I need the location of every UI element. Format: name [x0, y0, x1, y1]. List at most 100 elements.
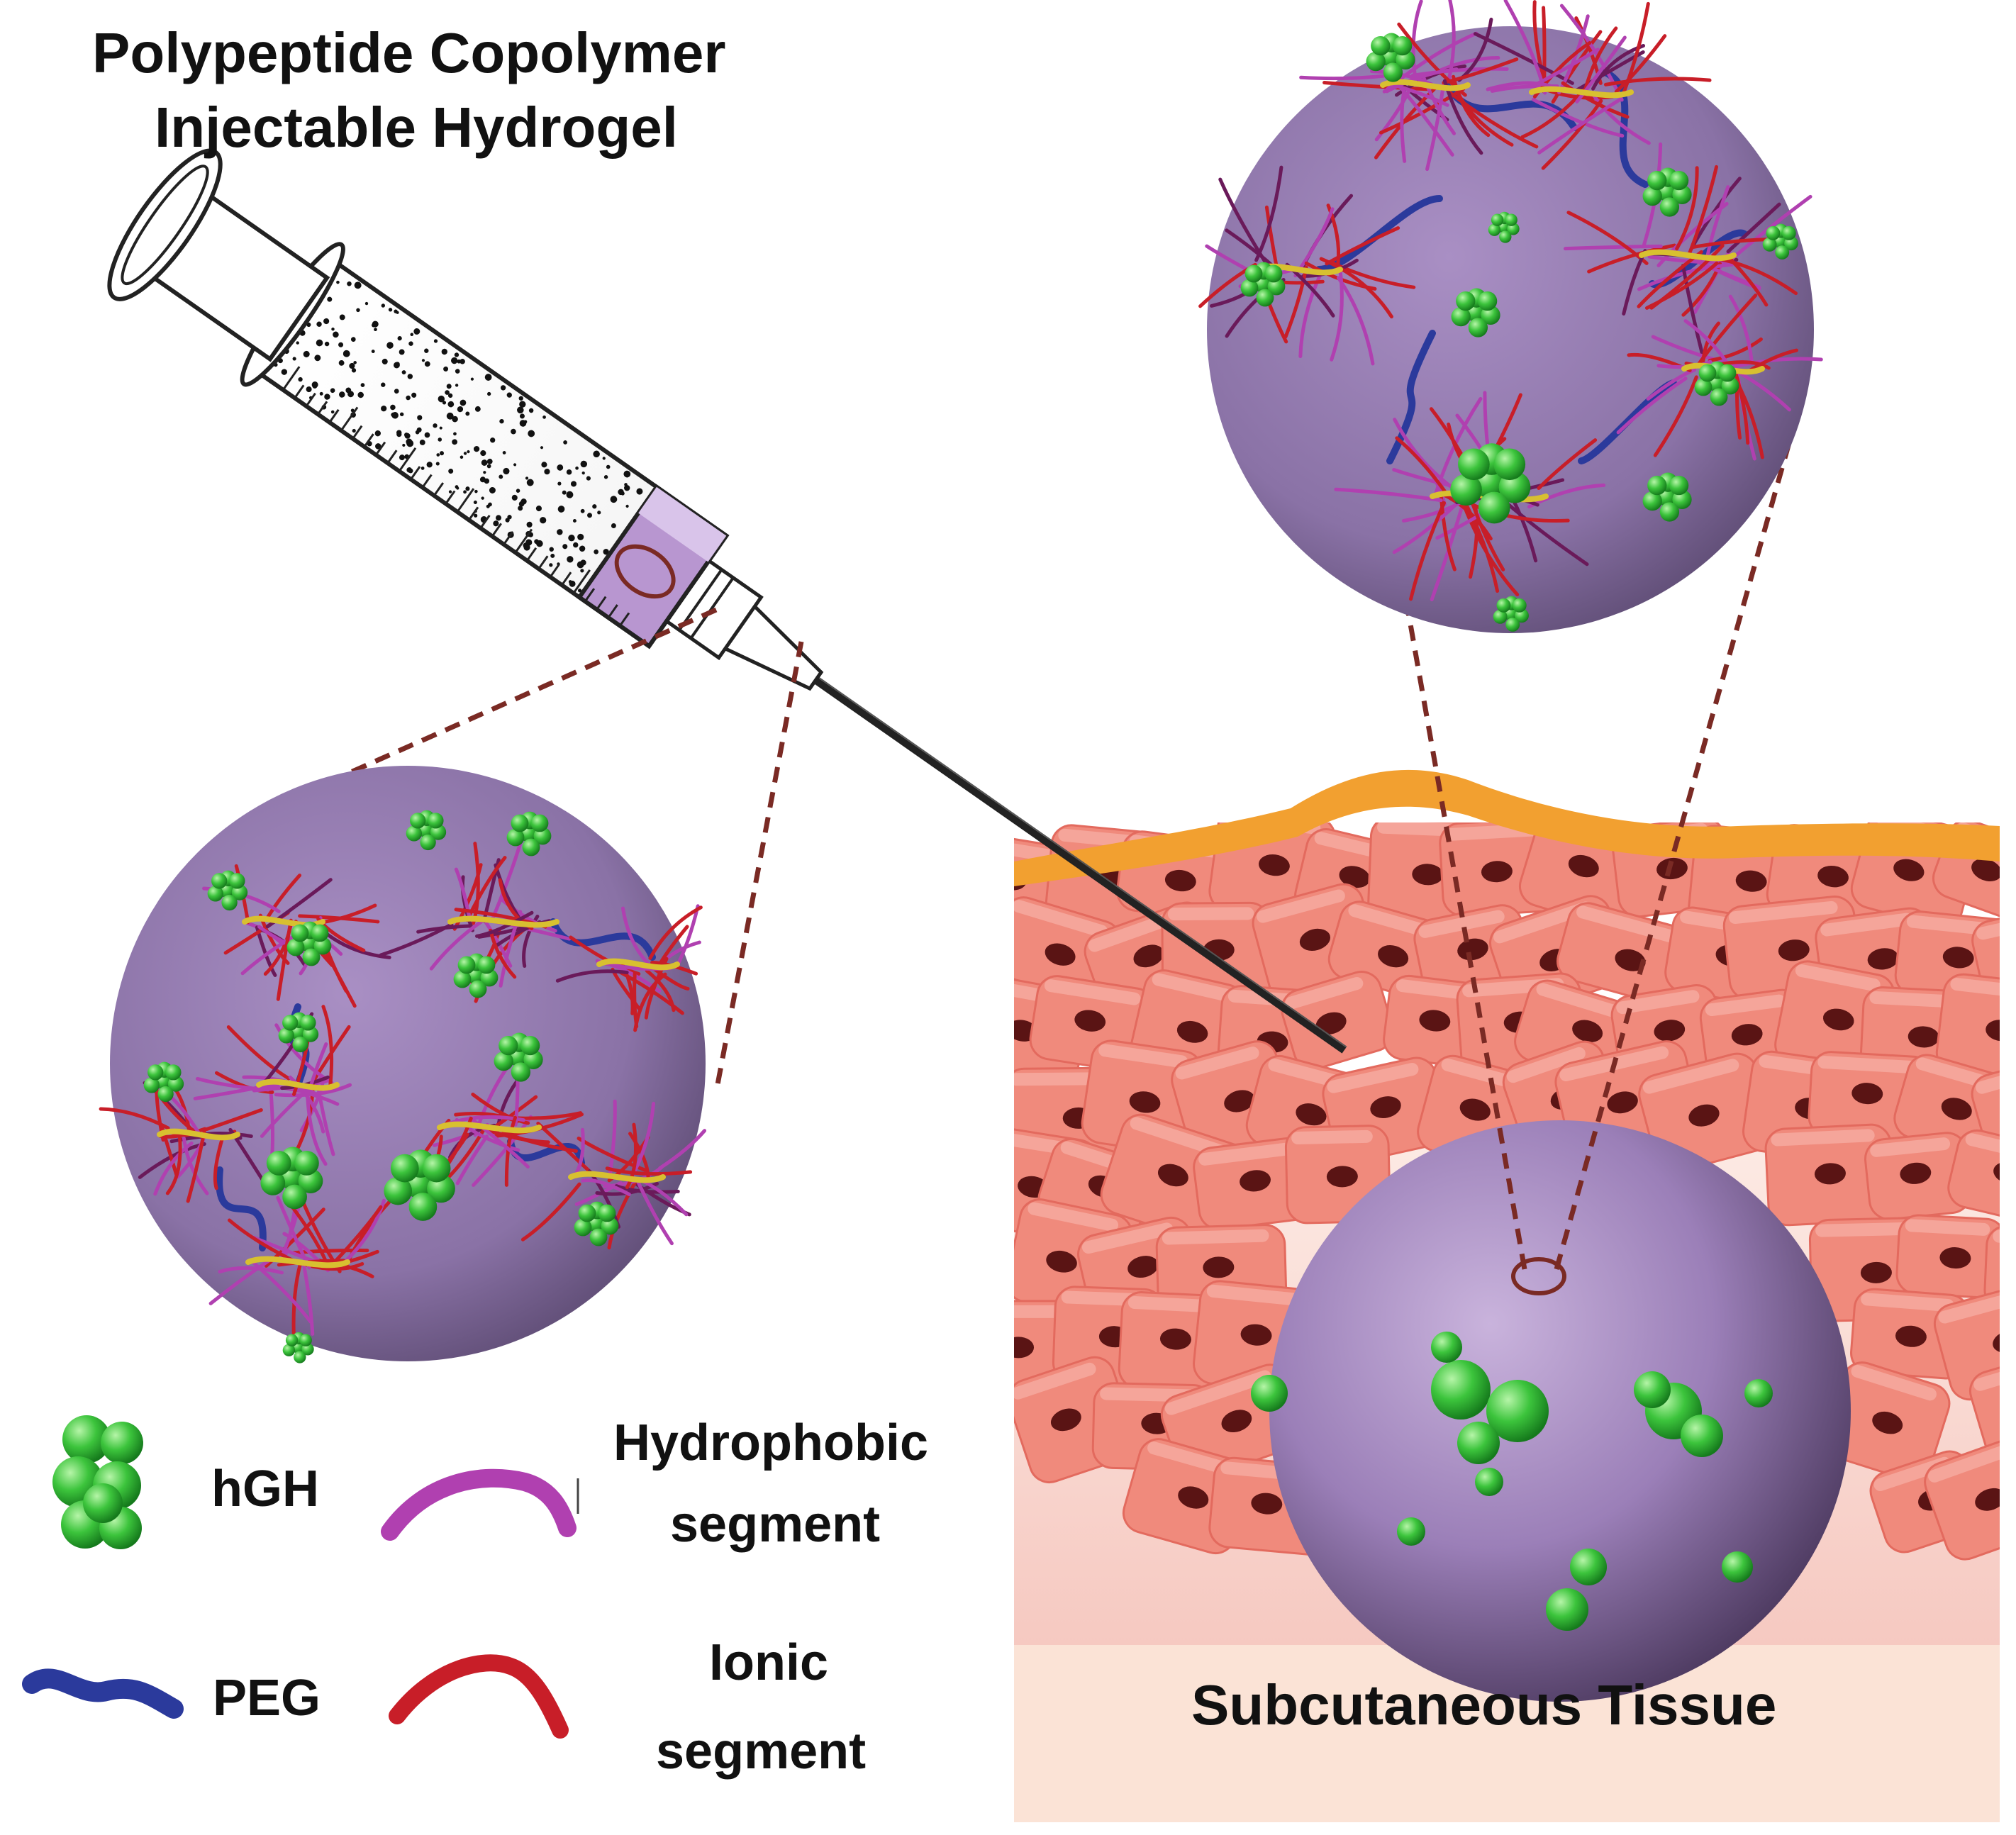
graduation-mark	[340, 406, 359, 432]
barrel-particle	[433, 423, 438, 428]
hgh-cluster-ball	[157, 1086, 174, 1103]
polymer-segment	[1325, 226, 1400, 266]
barrel-particle	[486, 464, 491, 469]
hgh-cluster-ball	[589, 1228, 608, 1246]
barrel-particle	[603, 475, 608, 479]
polymer-segment	[252, 1235, 316, 1264]
polymer-segment	[291, 1261, 303, 1336]
polymer-segment	[1218, 177, 1266, 263]
barrel-particle	[371, 350, 375, 353]
hgh-cluster-ball	[1718, 364, 1737, 382]
barrel-particle	[386, 342, 394, 349]
barrel-particle	[499, 474, 503, 479]
barrel-particle	[549, 547, 554, 552]
barrel-particle	[356, 308, 360, 313]
hgh-cluster-ball	[410, 813, 426, 829]
graduation-mark	[282, 366, 301, 391]
polymer-segment	[454, 867, 472, 921]
tissue-cell	[1281, 971, 1395, 1071]
barrel-particle	[460, 399, 467, 406]
graduation-mark	[526, 547, 538, 562]
hgh-cluster-ball	[420, 834, 436, 851]
barrel-particle	[439, 426, 442, 430]
barrel-particle	[484, 374, 492, 381]
polymer-segment	[269, 1088, 275, 1165]
barrel-particle	[443, 366, 449, 372]
barrel-particle	[447, 393, 453, 398]
barrel-particle	[438, 395, 445, 403]
crosslink-segment	[157, 1128, 240, 1141]
polymer-segment	[276, 918, 293, 1001]
barrel-particle	[396, 430, 402, 435]
barrel-particle	[618, 489, 624, 496]
barrel-particle	[470, 377, 474, 381]
hgh-cluster-ball	[511, 1062, 531, 1082]
hydrophobic-legend-label-1: Hydrophobic	[613, 1415, 928, 1471]
hgh-cluster-ball	[147, 1064, 164, 1081]
barrel-particle	[451, 357, 458, 364]
barrel-particle	[493, 520, 499, 527]
graduation-mark	[445, 490, 456, 505]
polymer-segment	[321, 1005, 334, 1089]
subcutaneous-tissue-label: Subcutaneous Tissue	[1191, 1673, 1777, 1736]
barrel-particle	[281, 369, 288, 375]
barrel-particle	[330, 410, 335, 414]
graduation-mark	[375, 441, 386, 456]
hgh-cluster-ball	[406, 825, 422, 842]
barrel-particle	[401, 370, 406, 375]
depot-particle	[1397, 1517, 1425, 1546]
barrel-particle	[382, 358, 388, 364]
barrel-graduations	[282, 366, 630, 627]
hgh-cluster-ball	[453, 970, 472, 988]
barrel-particle	[489, 486, 496, 493]
barrel-particle	[587, 513, 593, 518]
hgh-cluster-ball	[165, 1064, 182, 1081]
barrel-particle	[557, 464, 564, 471]
barrel-particle	[446, 412, 454, 420]
barrel-particle	[520, 498, 527, 505]
barrel-particle	[442, 401, 447, 405]
polymer-segment	[1527, 483, 1606, 509]
barrel-particle	[292, 357, 296, 361]
crosslink-segment	[245, 1256, 350, 1268]
depot-particle	[1475, 1468, 1503, 1496]
barrel-particle	[624, 485, 630, 491]
barrel-particle	[581, 471, 585, 475]
depot-particle	[1546, 1588, 1588, 1631]
polymer-segment	[301, 1261, 315, 1336]
polymer-segment	[1395, 81, 1454, 157]
hgh-cluster-ball	[1491, 213, 1504, 226]
crosslink-segment	[256, 1078, 340, 1091]
graduation-mark	[619, 612, 630, 627]
barrel-particle	[324, 341, 330, 347]
barrel-particle	[463, 490, 467, 494]
graduation-mark	[456, 488, 475, 513]
polymer-segment	[186, 1128, 206, 1203]
barrel-particle	[542, 415, 546, 419]
barrel-particle	[579, 545, 586, 552]
polymer-segment	[1225, 228, 1276, 269]
hgh-cluster-ball	[211, 873, 228, 889]
polymer-segment	[1575, 35, 1627, 104]
barrel-particle	[352, 428, 356, 433]
barrel-particle	[623, 470, 631, 478]
hgh-cluster-ball	[282, 1015, 299, 1031]
tissue-cell	[1014, 1300, 1082, 1391]
barrel-particle	[457, 406, 464, 413]
barrel-particle	[473, 500, 477, 505]
polymer-segment	[1656, 201, 1729, 267]
hgh-cluster-ball	[1694, 378, 1713, 396]
polymer-segment	[608, 1099, 617, 1178]
barrel-particle	[336, 280, 340, 284]
barrel-particle	[319, 391, 323, 396]
barrel-particle	[526, 521, 533, 528]
barrel-particle	[357, 391, 364, 398]
tissue-cell	[1823, 1361, 1951, 1481]
barrel-particle	[562, 490, 567, 495]
peg-legend-label: PEG	[213, 1670, 321, 1727]
hgh-cluster-ball	[1477, 291, 1498, 311]
hgh-cluster-ball	[477, 956, 496, 974]
hgh-cluster-ball	[292, 1036, 308, 1053]
polymer-segment	[1392, 499, 1461, 554]
barrel-particle	[330, 388, 335, 394]
